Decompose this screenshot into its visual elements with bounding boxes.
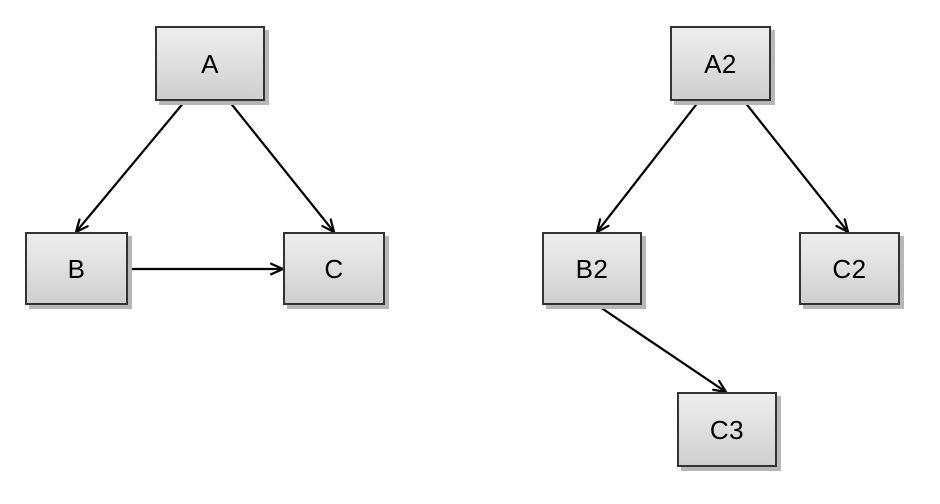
node-label: C2 [832,253,867,284]
edge-a2-to-b2[interactable] [595,100,700,234]
node-c2[interactable]: C2 [799,232,900,305]
edge-line [596,304,726,393]
arrowhead-barb [270,267,285,276]
arrowhead-barb [843,218,850,234]
edge-a2-to-c2[interactable] [743,100,850,234]
node-b[interactable]: B [25,232,128,305]
node-a[interactable]: A [155,26,265,101]
arrowhead-barb [718,379,728,394]
edge-line [597,100,700,232]
node-label: A [201,48,219,79]
node-c[interactable]: C [283,232,385,305]
arrowhead-barb [270,262,285,271]
node-label: B2 [575,253,609,284]
node-label: A2 [704,48,737,79]
edge-line [76,100,186,232]
edge-b2-to-c3[interactable] [596,304,728,394]
edge-line [228,100,334,232]
node-label: B [67,253,86,284]
edge-a-to-b[interactable] [74,100,186,234]
arrowhead-barb [74,218,81,234]
node-c3[interactable]: C3 [677,392,777,467]
node-a2[interactable]: A2 [670,26,771,101]
node-b2[interactable]: B2 [542,232,642,305]
edge-a-to-c[interactable] [228,100,336,234]
edge-b-to-c[interactable] [128,262,285,276]
edge-line [743,100,848,232]
node-label: C3 [709,414,745,445]
arrowhead-barb [595,218,602,234]
node-label: C [324,253,344,284]
arrowhead-barb [329,218,336,234]
